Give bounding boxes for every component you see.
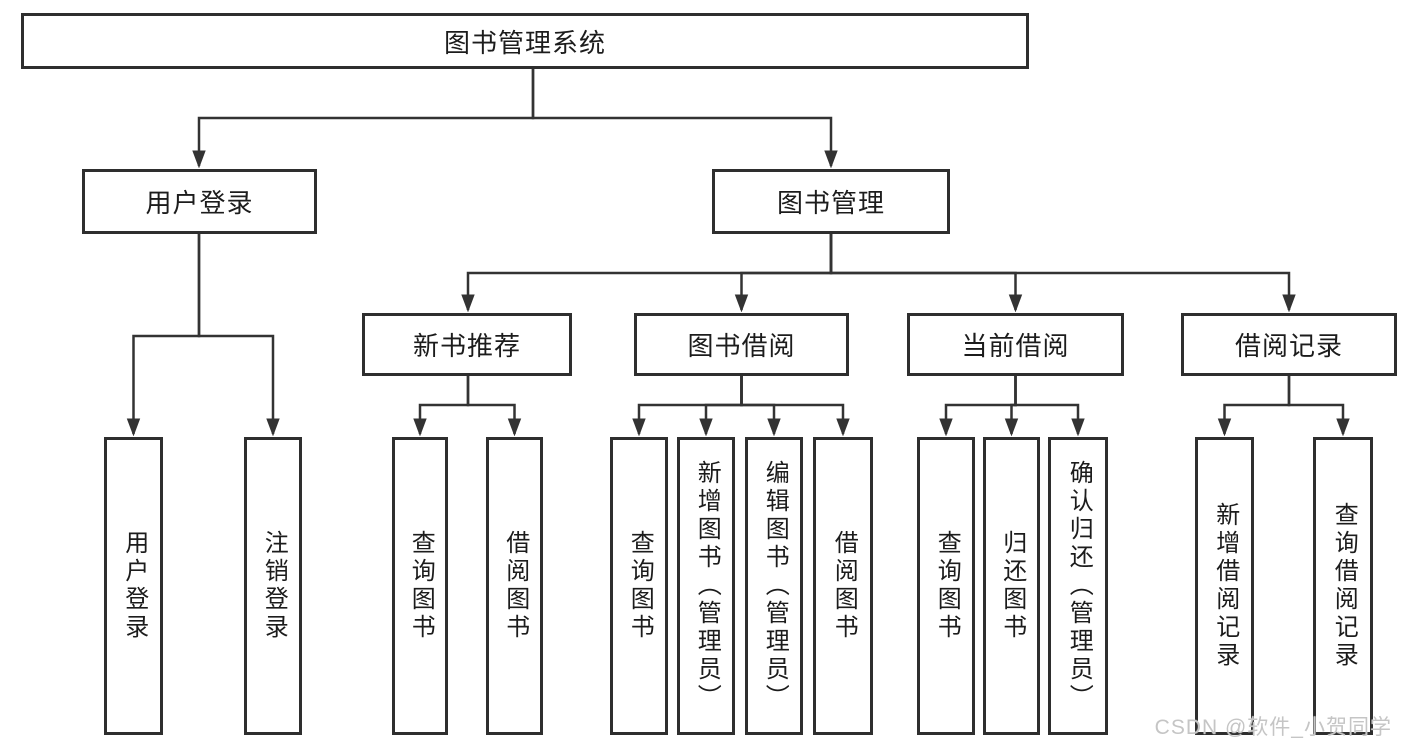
leaf-borrow-borrow-books: 借阅图书 xyxy=(813,437,873,735)
node-root-system: 图书管理系统 xyxy=(21,13,1029,69)
leaf-recommend-query-books: 查询图书 xyxy=(392,437,448,735)
connector-root-to-book-management xyxy=(531,69,831,166)
connector-recommend-to-query-books xyxy=(420,376,470,434)
leaf-records-add-record: 新增借阅记录 xyxy=(1195,437,1254,735)
leaf-recommend-query-books-label: 查询图书 xyxy=(407,530,435,642)
connector-mgmt-to-borrow-records xyxy=(829,234,1289,310)
connector-login-to-user-login-leaf xyxy=(134,233,201,434)
node-new-book-recommend: 新书推荐 xyxy=(362,313,572,376)
leaf-recommend-borrow-books: 借阅图书 xyxy=(486,437,543,735)
node-root-system-label: 图书管理系统 xyxy=(443,27,606,58)
leaf-borrow-add-books-admin: 新增图书（管理员） xyxy=(677,437,735,735)
node-borrow-records-label: 借阅记录 xyxy=(1234,331,1343,361)
connector-current-to-confirm-return xyxy=(1014,376,1079,434)
leaf-user-login-label: 用户登录 xyxy=(120,530,148,642)
node-current-borrow: 当前借阅 xyxy=(907,313,1124,376)
leaf-records-add-record-label: 新增借阅记录 xyxy=(1211,502,1239,670)
leaf-logout: 注销登录 xyxy=(244,437,302,735)
leaf-borrow-query-books: 查询图书 xyxy=(610,437,668,735)
node-current-borrow-label: 当前借阅 xyxy=(961,331,1070,361)
node-new-book-recommend-label: 新书推荐 xyxy=(412,331,521,361)
leaf-records-query-record: 查询借阅记录 xyxy=(1313,437,1373,735)
leaf-borrow-edit-books-admin-label: 编辑图书（管理员） xyxy=(761,460,789,712)
connector-mgmt-to-book-borrow xyxy=(742,234,833,310)
connector-records-to-query-record xyxy=(1287,376,1343,434)
leaf-borrow-borrow-books-label: 借阅图书 xyxy=(830,530,858,642)
leaf-current-return-books-label: 归还图书 xyxy=(998,530,1026,642)
node-user-login: 用户登录 xyxy=(82,169,317,234)
node-book-management: 图书管理 xyxy=(712,169,950,234)
connector-login-to-logout-leaf xyxy=(197,233,273,434)
leaf-user-login: 用户登录 xyxy=(104,437,163,735)
node-book-management-label: 图书管理 xyxy=(776,188,885,218)
leaf-current-confirm-return-admin: 确认归还（管理员） xyxy=(1048,437,1108,735)
leaf-recommend-borrow-books-label: 借阅图书 xyxy=(501,530,529,642)
leaf-current-query-books-label: 查询图书 xyxy=(933,530,961,642)
leaf-current-return-books: 归还图书 xyxy=(983,437,1040,735)
leaf-borrow-query-books-label: 查询图书 xyxy=(626,530,654,642)
connector-current-to-query-books xyxy=(946,376,1017,434)
connector-records-to-add-record xyxy=(1225,376,1291,434)
connector-root-to-user-login xyxy=(199,69,535,166)
csdn-watermark: CSDN @软件_小贺同学 xyxy=(1154,716,1392,739)
node-borrow-records: 借阅记录 xyxy=(1181,313,1397,376)
leaf-logout-label: 注销登录 xyxy=(260,530,288,642)
leaf-borrow-edit-books-admin: 编辑图书（管理员） xyxy=(745,437,803,735)
node-book-borrow-label: 图书借阅 xyxy=(687,331,796,361)
node-user-login-label: 用户登录 xyxy=(145,188,254,218)
node-book-borrow: 图书借阅 xyxy=(634,313,849,376)
connector-borrow-to-add-books xyxy=(706,376,743,434)
connector-borrow-to-borrow-books xyxy=(740,376,844,434)
leaf-current-query-books: 查询图书 xyxy=(917,437,975,735)
leaf-current-confirm-return-admin-label: 确认归还（管理员） xyxy=(1065,460,1093,712)
connector-recommend-to-borrow-books xyxy=(466,376,515,434)
leaf-borrow-add-books-admin-label: 新增图书（管理员） xyxy=(693,460,721,712)
leaf-records-query-record-label: 查询借阅记录 xyxy=(1330,502,1358,670)
